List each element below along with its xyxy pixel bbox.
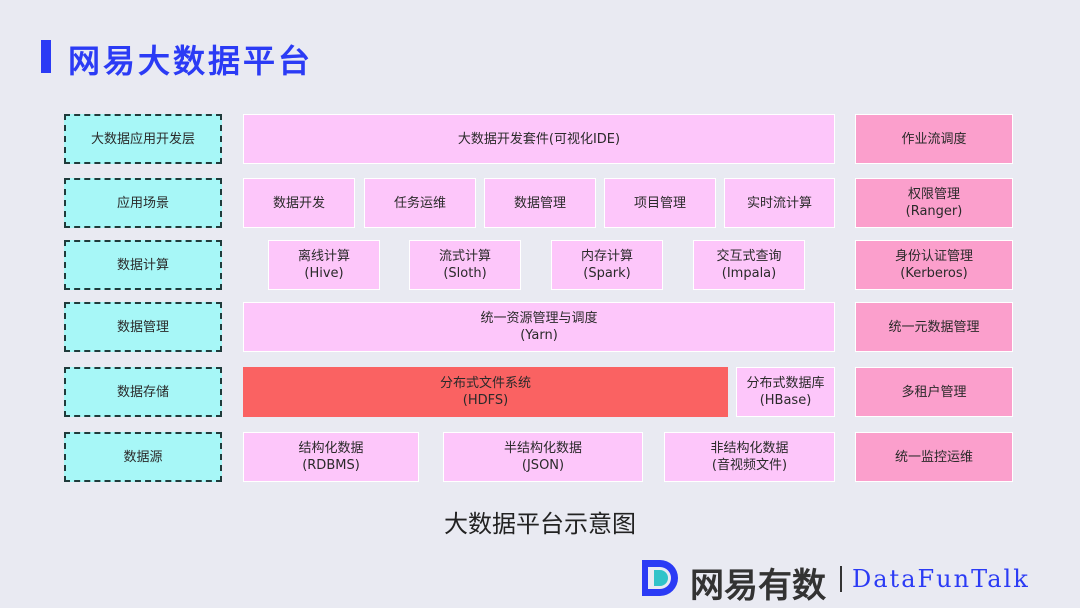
layer-scenes: 应用场景: [64, 178, 222, 228]
source-label: 半结构化数据: [503, 441, 582, 456]
compute-sub: (Impala): [721, 266, 777, 281]
source-box: 结构化数据 (RDBMS): [243, 432, 419, 482]
scene-label: 实时流计算: [746, 195, 812, 211]
compute-box: 内存计算 (Spark): [551, 240, 663, 290]
compute-sub: (Hive): [304, 266, 344, 281]
scene-label: 数据管理: [513, 195, 566, 211]
logo-separator: [840, 566, 842, 592]
layer-sources: 数据源: [64, 432, 222, 482]
compute-box: 交互式查询 (Impala): [693, 240, 805, 290]
layer-label: 数据管理: [116, 319, 169, 335]
logo-text-cn: 网易有数: [690, 566, 826, 606]
hbase-box: 分布式数据库 (HBase): [736, 367, 835, 417]
permission-label: 权限管理: [907, 187, 960, 202]
compute-label: 内存计算: [580, 249, 633, 264]
layer-app-dev: 大数据应用开发层: [64, 114, 222, 164]
source-sub: (RDBMS): [302, 458, 360, 473]
logo-text-en: DataFunTalk: [852, 565, 1030, 593]
identity-sub: (Kerberos): [900, 266, 968, 281]
title-accent-bar: [41, 40, 51, 73]
compute-box: 离线计算 (Hive): [268, 240, 380, 290]
hdfs-label: 分布式文件系统: [439, 376, 531, 391]
monitoring-box: 统一监控运维: [855, 432, 1013, 482]
source-label: 结构化数据: [298, 441, 364, 456]
scene-box: 项目管理: [604, 178, 716, 228]
metadata-box: 统一元数据管理: [855, 302, 1013, 352]
yarn-box: 统一资源管理与调度 (Yarn): [243, 302, 835, 352]
tenant-label: 多租户管理: [901, 384, 967, 400]
monitor-label: 统一监控运维: [894, 449, 973, 465]
source-box: 半结构化数据 (JSON): [443, 432, 643, 482]
multi-tenant-box: 多租户管理: [855, 367, 1013, 417]
identity-label: 身份认证管理: [894, 249, 973, 264]
logo-icon: [640, 558, 682, 598]
permission-sub: (Ranger): [905, 204, 963, 219]
layer-label: 应用场景: [116, 195, 169, 211]
hbase-label: 分布式数据库: [746, 376, 825, 391]
compute-box: 流式计算 (Sloth): [409, 240, 521, 290]
page-title: 网易大数据平台: [68, 42, 314, 80]
yarn-sub: (Yarn): [520, 328, 558, 343]
compute-sub: (Sloth): [443, 266, 487, 281]
dev-suite-box: 大数据开发套件(可视化IDE): [243, 114, 835, 164]
scene-box: 实时流计算: [724, 178, 835, 228]
workflow-scheduling-box: 作业流调度: [855, 114, 1013, 164]
compute-label: 流式计算: [438, 249, 491, 264]
layer-storage: 数据存储: [64, 367, 222, 417]
compute-label: 交互式查询: [716, 249, 782, 264]
compute-sub: (Spark): [583, 266, 631, 281]
layer-label: 大数据应用开发层: [90, 131, 195, 147]
layer-label: 数据存储: [116, 384, 169, 400]
scene-label: 项目管理: [633, 195, 686, 211]
identity-auth-box: 身份认证管理 (Kerberos): [855, 240, 1013, 290]
layer-label: 数据源: [123, 449, 163, 465]
yarn-label: 统一资源管理与调度: [480, 311, 598, 326]
source-sub: (JSON): [521, 458, 565, 473]
scene-box: 数据开发: [243, 178, 355, 228]
permission-box: 权限管理 (Ranger): [855, 178, 1013, 228]
metadata-label: 统一元数据管理: [888, 319, 980, 335]
layer-compute: 数据计算: [64, 240, 222, 290]
scene-box: 数据管理: [484, 178, 596, 228]
diagram-caption: 大数据平台示意图: [444, 510, 636, 538]
scene-label: 任务运维: [393, 195, 446, 211]
hdfs-box: 分布式文件系统 (HDFS): [243, 367, 728, 417]
scene-label: 数据开发: [272, 195, 325, 211]
workflow-label: 作业流调度: [901, 131, 967, 147]
layer-label: 数据计算: [116, 257, 169, 273]
hdfs-sub: (HDFS): [462, 393, 509, 408]
hbase-sub: (HBase): [759, 393, 812, 408]
dev-suite-label: 大数据开发套件(可视化IDE): [457, 131, 621, 147]
scene-box: 任务运维: [364, 178, 476, 228]
layer-data-management: 数据管理: [64, 302, 222, 352]
source-label: 非结构化数据: [710, 441, 789, 456]
source-sub: (音视频文件): [711, 458, 788, 473]
compute-label: 离线计算: [297, 249, 350, 264]
source-box: 非结构化数据 (音视频文件): [664, 432, 835, 482]
